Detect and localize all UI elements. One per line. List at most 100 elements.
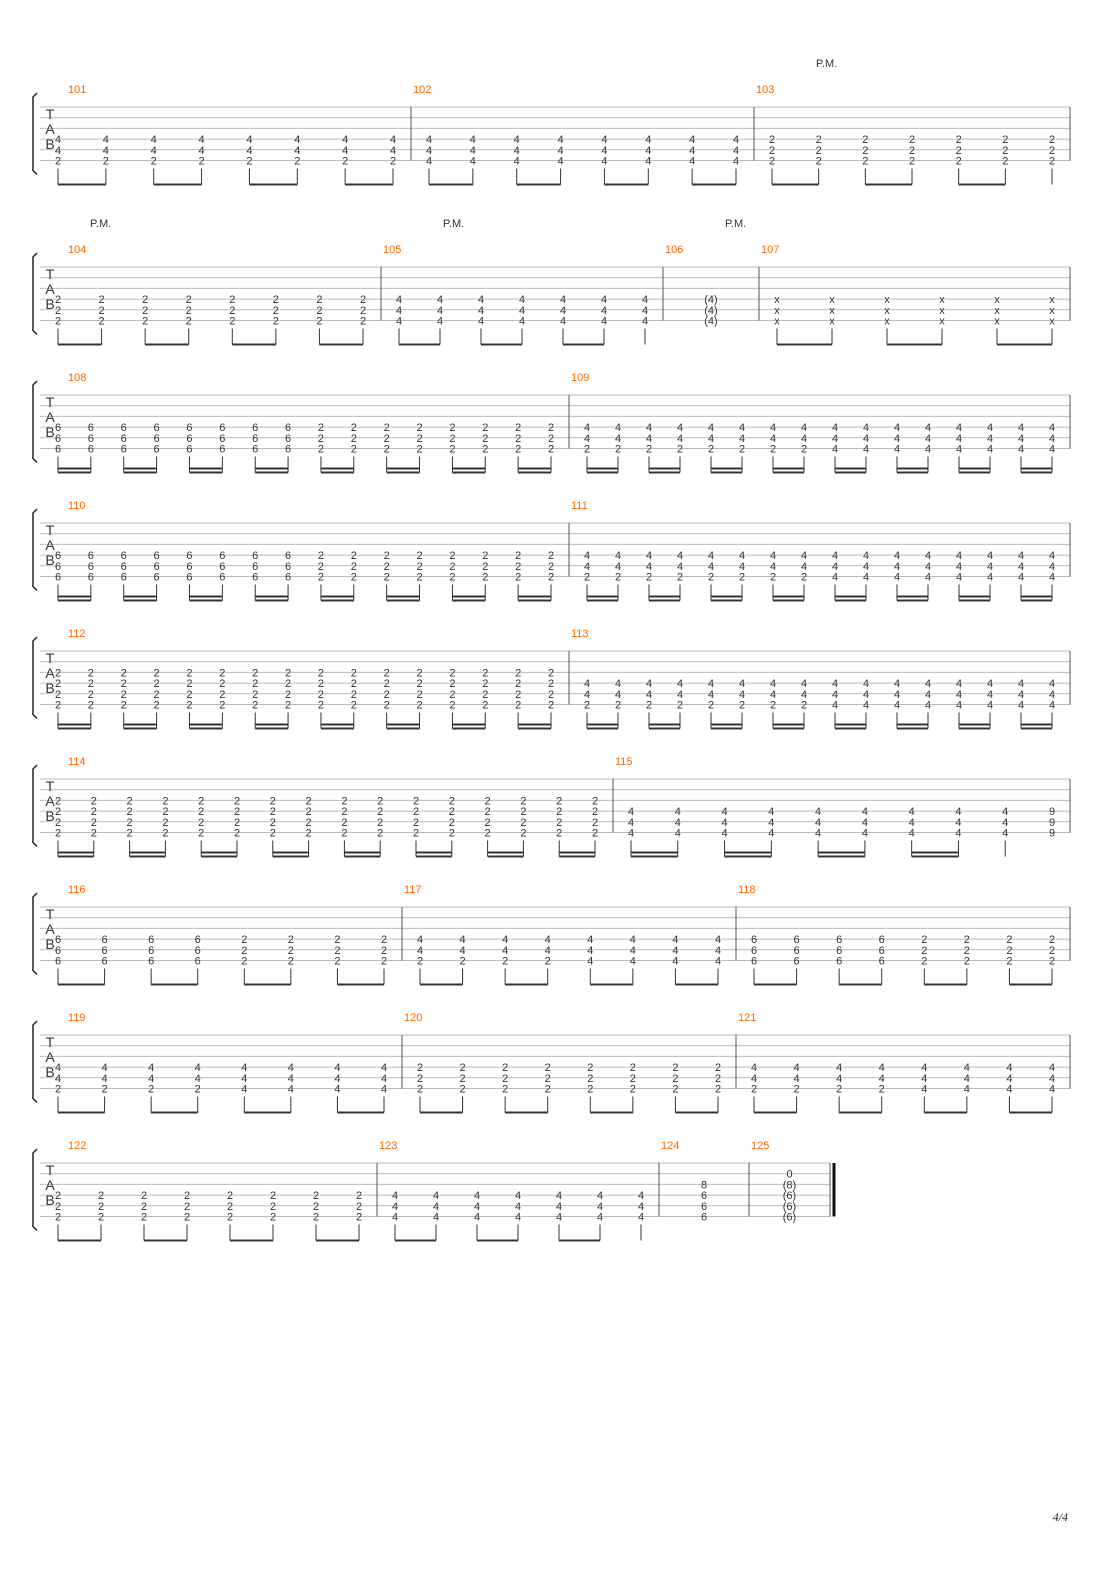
fret-number: 2 [556, 795, 562, 807]
fret-number: 2 [55, 817, 61, 829]
fret-number: 4 [925, 444, 931, 456]
fret-number: 4 [199, 145, 205, 157]
fret-number: 2 [342, 156, 348, 168]
fret-number: 4 [55, 1073, 61, 1085]
fret-number: 6 [88, 444, 94, 456]
fret-number: 2 [416, 678, 422, 690]
fret-number: 2 [341, 806, 347, 818]
fret-number: 2 [449, 828, 455, 840]
fret-number: 6 [252, 422, 258, 434]
fret-number: 4 [739, 678, 745, 690]
fret-number: 2 [1049, 134, 1055, 146]
fret-number: 2 [584, 444, 590, 456]
fret-number: 4 [628, 828, 634, 840]
fret-number: 2 [98, 1190, 104, 1202]
fret-number: 2 [416, 422, 422, 434]
fret-number: 6 [102, 956, 108, 968]
fret-number: 2 [227, 1212, 233, 1224]
fret-number: 4 [925, 700, 931, 712]
fret-number: 6 [195, 956, 201, 968]
staff-bracket [32, 252, 38, 336]
fret-number: 4 [195, 1062, 201, 1074]
fret-number: 4 [956, 422, 962, 434]
fret-number: 4 [433, 1190, 439, 1202]
fret-number: 2 [88, 678, 94, 690]
fret-number: 4 [417, 945, 423, 957]
fret-number: 4 [921, 1084, 927, 1096]
fret-number: 6 [121, 422, 127, 434]
fret-number: 2 [141, 1201, 147, 1213]
fret-number: 4 [921, 1062, 927, 1074]
fret-number: 2 [334, 956, 340, 968]
fret-number: 4 [964, 1084, 970, 1096]
fret-number: 6 [186, 433, 192, 445]
fret-number: 2 [142, 294, 148, 306]
fret-number: 2 [482, 667, 488, 679]
fret-number: 2 [98, 1212, 104, 1224]
fret-number: (6) [783, 1190, 796, 1202]
fret-number: 4 [894, 422, 900, 434]
fret-number: 6 [794, 956, 800, 968]
fret-number: 4 [987, 422, 993, 434]
fret-number: 4 [615, 550, 621, 562]
fret-number: 4 [294, 134, 300, 146]
fret-number: 2 [219, 678, 225, 690]
fret-number: 2 [186, 305, 192, 317]
staff-bracket [32, 892, 38, 976]
fret-number: 6 [751, 945, 757, 957]
tab-clef-letter: B [45, 296, 54, 312]
fret-number: 2 [482, 678, 488, 690]
fret-number: 4 [894, 550, 900, 562]
fret-number: 4 [987, 444, 993, 456]
fret-number: 2 [154, 678, 160, 690]
fret-number: 4 [587, 945, 593, 957]
fret-number: 4 [638, 1201, 644, 1213]
fret-number: 4 [921, 1073, 927, 1085]
fret-number: 2 [88, 700, 94, 712]
fret-number: 2 [384, 667, 390, 679]
fret-number: 4 [1018, 689, 1024, 701]
fret-number: 2 [98, 1201, 104, 1213]
fret-number: 4 [708, 561, 714, 573]
fret-number: 6 [55, 561, 61, 573]
fret-number: 2 [142, 316, 148, 328]
measure-number: 109 [571, 372, 589, 384]
fret-number: 2 [739, 572, 745, 584]
fret-number: 2 [356, 1212, 362, 1224]
fret-number: 4 [597, 1201, 603, 1213]
fret-number: 4 [102, 1062, 108, 1074]
fret-number: 4 [894, 700, 900, 712]
fret-number: 6 [879, 956, 885, 968]
fret-number: 2 [121, 667, 127, 679]
fret-number: 6 [121, 433, 127, 445]
fret-number: 4 [1049, 422, 1055, 434]
fret-number: 4 [342, 134, 348, 146]
fret-number: 2 [252, 689, 258, 701]
fret-number: x [884, 294, 890, 306]
fret-number: 4 [770, 433, 776, 445]
fret-number: 2 [341, 828, 347, 840]
fret-number: 6 [219, 444, 225, 456]
fret-number: 2 [316, 294, 322, 306]
fret-number: 2 [1002, 145, 1008, 157]
fret-number: 2 [186, 678, 192, 690]
fret-number: 4 [672, 934, 678, 946]
fret-number: 2 [227, 1190, 233, 1202]
fret-number: x [774, 316, 780, 328]
fret-number: 2 [313, 1212, 319, 1224]
fret-number: 6 [55, 572, 61, 584]
fret-number: 4 [381, 1084, 387, 1096]
measure-number: 111 [571, 500, 588, 512]
fret-number: 4 [615, 678, 621, 690]
fret-number: 2 [377, 806, 383, 818]
fret-number: 4 [294, 145, 300, 157]
fret-number: 2 [141, 1190, 147, 1202]
fret-number: 2 [482, 561, 488, 573]
fret-number: 4 [646, 678, 652, 690]
fret-number: 4 [955, 817, 961, 829]
fret-number: 4 [545, 934, 551, 946]
fret-number: 4 [675, 806, 681, 818]
fret-number: 6 [252, 550, 258, 562]
fret-number: 6 [55, 444, 61, 456]
fret-number: 6 [285, 550, 291, 562]
